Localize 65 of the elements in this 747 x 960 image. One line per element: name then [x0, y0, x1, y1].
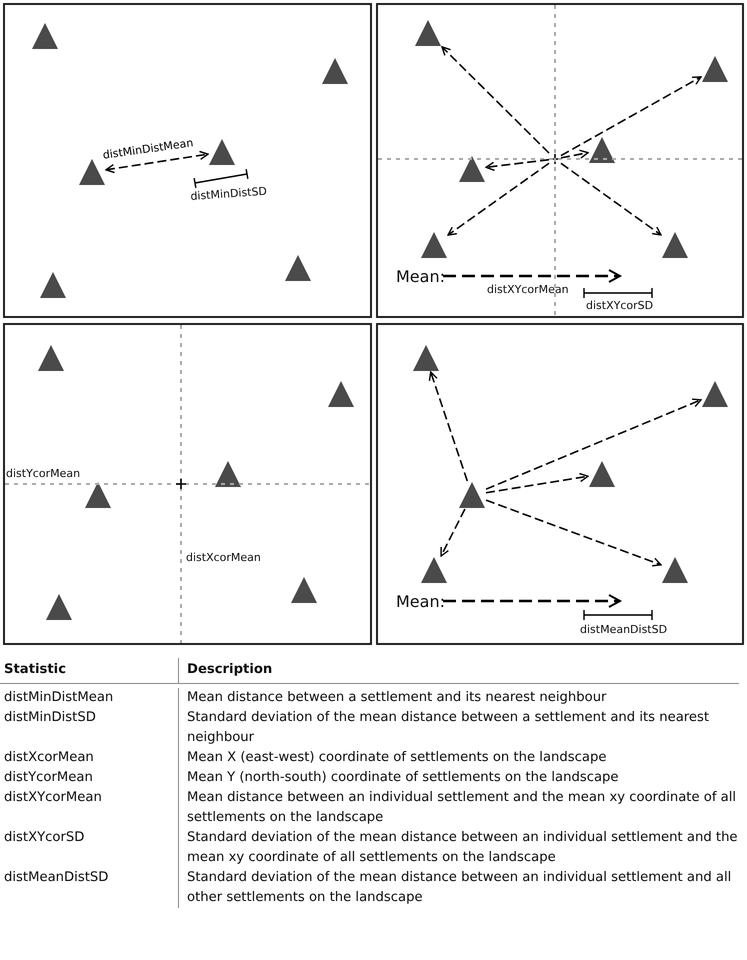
- arrow: [428, 371, 468, 482]
- settlement-marker: [46, 594, 72, 620]
- statistic-name: distXYcorMean: [4, 789, 103, 807]
- measure-label: distXYcorMean: [487, 283, 569, 296]
- mean-label: Mean:: [396, 268, 445, 286]
- column-header: Statistic: [4, 661, 68, 679]
- description-text: Standard deviation of the mean distance between an individual settlement and the mean xy coordinate of all settlements on the landscape: [187, 829, 739, 867]
- panel-frame: [3, 323, 372, 645]
- settlement-marker: [662, 557, 688, 583]
- settlement-marker: [215, 461, 241, 487]
- settlement-marker: [285, 255, 311, 281]
- settlement-marker: [413, 345, 439, 371]
- description-text: Standard deviation of the mean distance between an individual settlement and all other settlements on the landscape: [187, 869, 732, 907]
- settlement-marker: [415, 20, 441, 46]
- settlement-marker: [589, 137, 615, 163]
- description-text: Standard deviation of the mean distance between a settlement and its nearest neighbour: [187, 709, 710, 747]
- arrow: [440, 508, 466, 557]
- settlement-marker: [291, 577, 317, 603]
- arrow: [486, 499, 662, 566]
- double-arrow: [105, 150, 209, 174]
- measure-label: distMeanDistSD: [580, 623, 668, 636]
- settlement-marker: [589, 461, 615, 487]
- axis-label: distYcorMean: [6, 467, 80, 480]
- settlement-marker: [79, 159, 105, 185]
- settlement-marker: [459, 156, 485, 182]
- arrow: [486, 398, 702, 490]
- settlement-marker: [32, 23, 58, 49]
- panel-frame: [376, 3, 744, 318]
- statistic-name: distMinDistMean: [4, 689, 114, 707]
- description-text: Mean distance between a settlement and its nearest neighbour: [187, 689, 608, 707]
- settlement-marker: [421, 232, 447, 258]
- description-text: Mean Y (north-south) coordinate of settlements on the landscape: [187, 769, 620, 787]
- settlement-marker: [421, 557, 447, 583]
- settlement-marker: [322, 58, 348, 84]
- arrow: [560, 162, 662, 236]
- statistic-name: distYcorMean: [4, 769, 94, 787]
- settlement-marker: [459, 482, 485, 508]
- column-header: Description: [187, 661, 274, 679]
- mean-point-marker: [550, 154, 560, 164]
- arrow: [441, 46, 550, 154]
- settlement-marker: [209, 139, 235, 165]
- panel-frame: [3, 3, 372, 318]
- arrow: [486, 472, 589, 494]
- statistic-name: distMeanDistSD: [4, 869, 110, 887]
- settlement-marker: [328, 381, 354, 407]
- settlement-marker: [85, 482, 111, 508]
- axis-label: distXcorMean: [186, 551, 261, 564]
- settlement-marker: [38, 345, 64, 371]
- mean-label: Mean:: [396, 593, 445, 611]
- arrow: [485, 158, 550, 172]
- settlement-marker: [662, 232, 688, 258]
- arrow: [560, 150, 589, 159]
- arrow: [560, 76, 702, 156]
- statistic-name: distXcorMean: [4, 749, 95, 767]
- settlement-marker: [702, 381, 728, 407]
- panel-frame: [376, 323, 744, 645]
- description-text: Mean X (east-west) coordinate of settlements on the landscape: [187, 749, 608, 767]
- measure-label: distXYcorSD: [586, 299, 654, 312]
- settlement-marker: [702, 56, 728, 82]
- statistic-name: distMinDistSD: [4, 709, 97, 727]
- statistic-name: distXYcorSD: [4, 829, 86, 847]
- description-text: Mean distance between an individual settlement and the mean xy coordinate of all settlements on the landscape: [187, 789, 738, 827]
- settlement-marker: [40, 272, 66, 298]
- arrow: [447, 162, 550, 236]
- measure-label: distMinDistSD: [190, 184, 268, 203]
